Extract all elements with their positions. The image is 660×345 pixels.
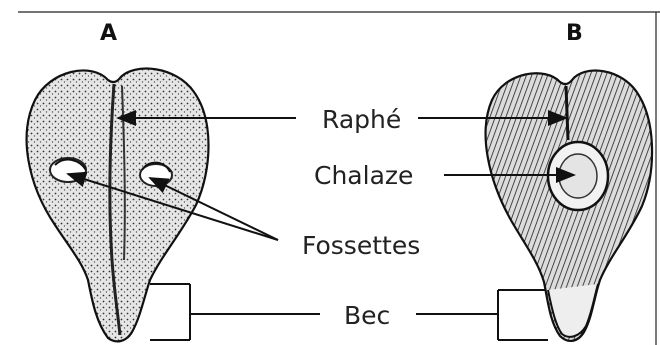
seed-b-illustration: [486, 71, 652, 341]
panel-label-a: A: [100, 21, 117, 46]
bec-bracket-a: [150, 284, 320, 340]
label-raphe: Raphé: [322, 105, 401, 134]
bec-bracket-b: [416, 290, 548, 340]
panel-label-b: B: [566, 21, 583, 46]
seed-a-illustration: [27, 69, 209, 342]
label-chalaze: Chalaze: [314, 161, 413, 190]
label-fossettes: Fossettes: [302, 231, 420, 260]
label-bec: Bec: [344, 301, 390, 330]
